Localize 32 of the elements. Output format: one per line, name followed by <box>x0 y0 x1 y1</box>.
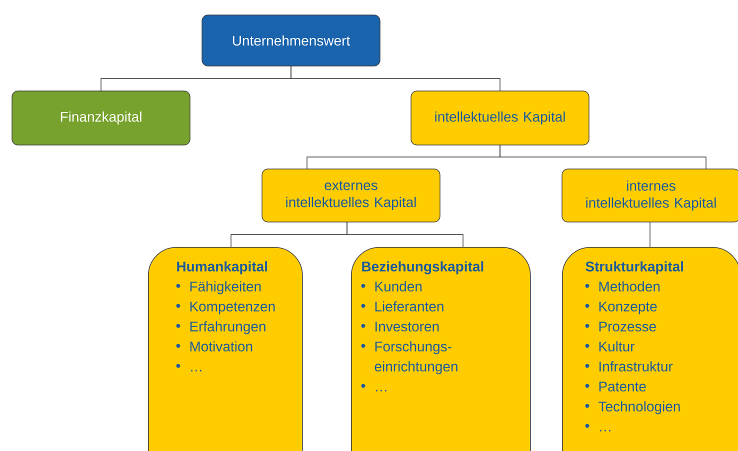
text-box: internes intellektuelles Kapital <box>562 168 738 222</box>
bullet-item: … <box>361 384 386 392</box>
connector-line <box>500 144 706 170</box>
bullet-item: Infrastruktur <box>585 361 673 372</box>
bullet-item: Technologien <box>585 401 680 414</box>
list-box <box>148 247 303 451</box>
connector-line <box>290 66 500 92</box>
bullet-item: Kompetenzen <box>176 302 275 314</box>
bullet-item: Erfahrungen <box>176 321 266 334</box>
connector-line <box>346 222 464 248</box>
bullet-item: Fähigkeiten <box>176 281 261 294</box>
bullet-item: Motivation <box>176 341 252 352</box>
bullet-item: Kunden <box>361 281 422 292</box>
text-box: intellektuelles Kapital <box>410 90 590 146</box>
bullet-item: Forschungs- einrichtungen <box>361 341 458 374</box>
bullet-item: Prozesse <box>585 322 656 332</box>
bullet-item: Investoren <box>361 322 439 332</box>
text-box: externes intellektuelles Kapital <box>262 168 440 222</box>
list-box <box>562 247 738 451</box>
bullet-item: Konzepte <box>585 302 657 314</box>
bullet-item: … <box>176 364 202 372</box>
text-box: Finanzkapital <box>12 90 190 146</box>
text-box: Unternehmenswert <box>202 14 380 66</box>
bullet-item: … <box>585 424 610 432</box>
bullet-item: Kultur <box>585 341 635 352</box>
heading: Humankapital <box>177 261 267 274</box>
list-box <box>351 247 531 451</box>
bullet-item: Methoden <box>585 281 660 292</box>
heading: Strukturkapital <box>586 261 684 274</box>
heading: Beziehungskapital <box>362 261 484 274</box>
bullet-item: Patente <box>585 382 646 392</box>
bullet-item: Lieferanten <box>361 301 444 312</box>
